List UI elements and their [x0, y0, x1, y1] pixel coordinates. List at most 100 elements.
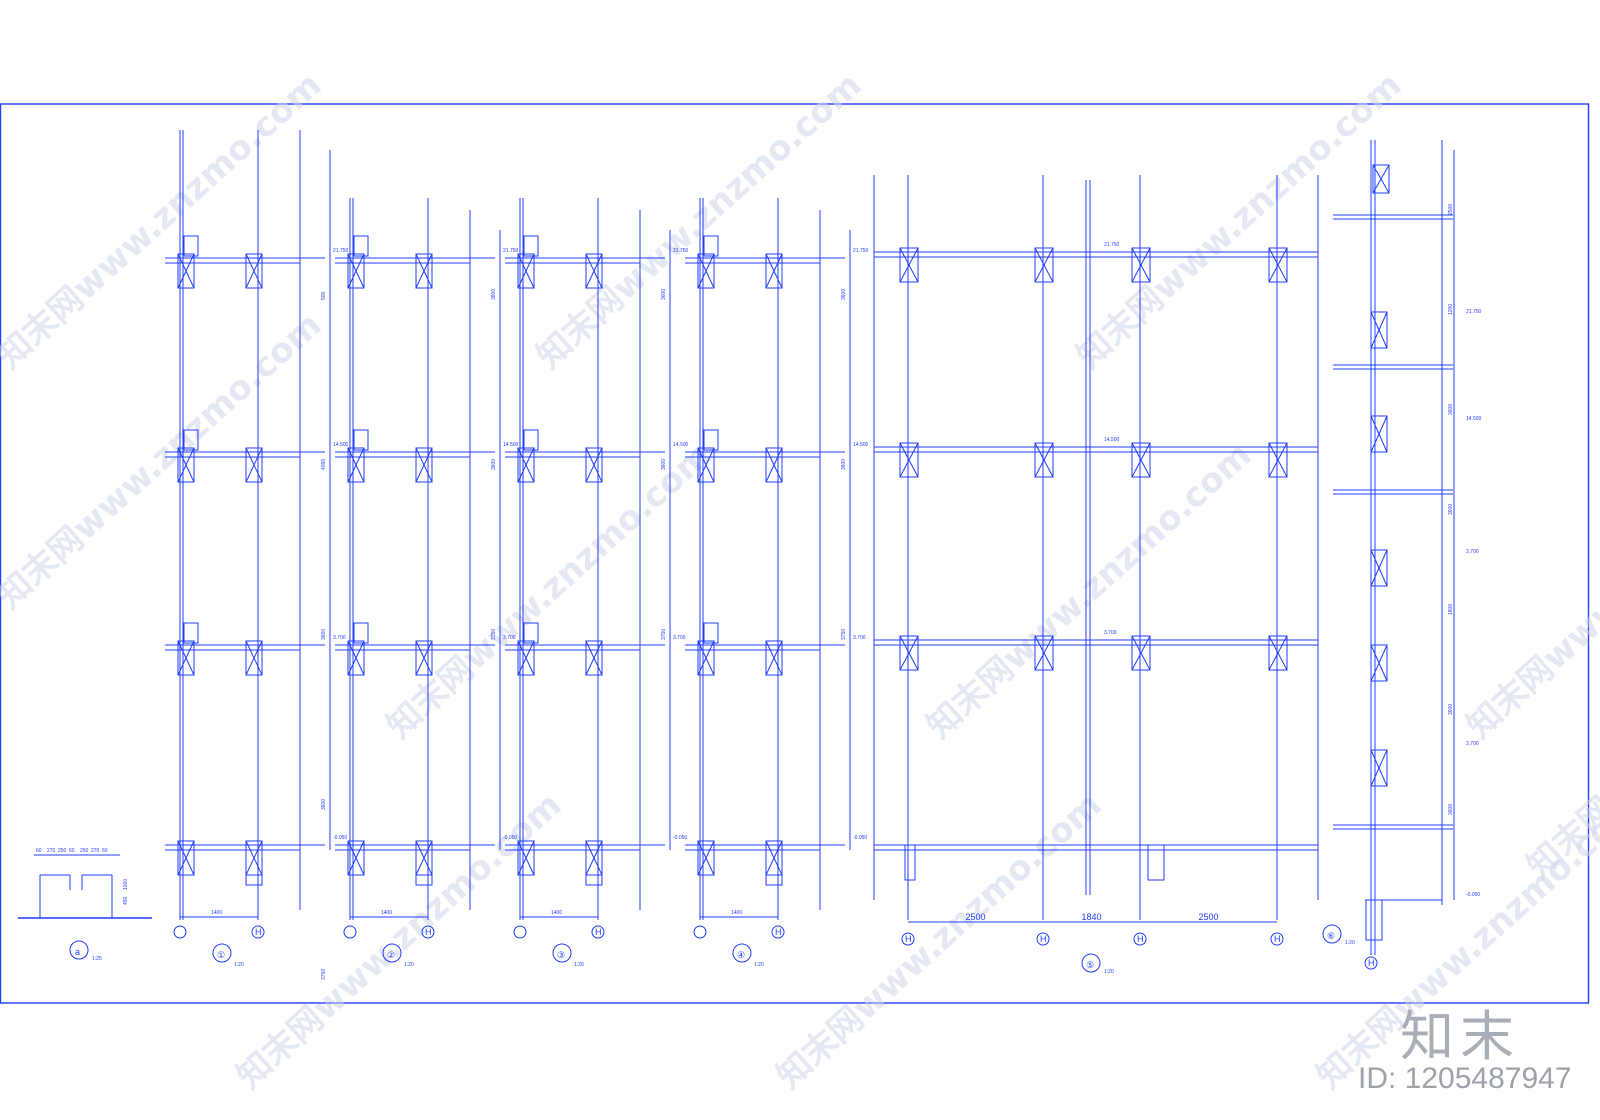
- beam-section: [1131, 635, 1151, 671]
- footing-b: [1147, 844, 1165, 881]
- brand-logo: 知末: [1400, 1005, 1520, 1068]
- grid-bubble-right: [771, 925, 785, 939]
- elevation-label: 21.750: [673, 248, 689, 254]
- elevation-label: 3.700: [333, 635, 346, 641]
- dimension-horizontal: 1400: [381, 910, 392, 916]
- watermark-text: 知末网www.znzmo.com: [1069, 65, 1409, 377]
- column-section: [1370, 549, 1388, 587]
- section-hatch: [765, 253, 783, 289]
- detail-scale: 1:20: [574, 962, 584, 968]
- section-hatch: [415, 840, 433, 876]
- beam-section: [585, 253, 603, 289]
- beam-section: [245, 447, 263, 483]
- column-section: [1370, 749, 1388, 787]
- footing: [765, 849, 783, 886]
- detail-number-circle: [732, 943, 752, 963]
- section-hatch: [177, 253, 195, 289]
- detail-number-circle: [69, 940, 89, 960]
- detail-scale: 1:20: [1345, 940, 1355, 946]
- grid-bubble-label: H: [1274, 934, 1281, 944]
- section-hatch: [1372, 164, 1390, 194]
- watermark-text: 知末网www.znzmo.com: [229, 785, 569, 1097]
- grid-bubble-label: H: [595, 927, 602, 937]
- dimension-vertical: 3750: [841, 629, 847, 640]
- grid-bubble-right: [251, 925, 265, 939]
- grid-bubble: [1036, 932, 1050, 946]
- dimension-vertical: 3600: [1448, 404, 1454, 415]
- dimension-label: 270: [91, 848, 100, 854]
- dimension-vertical: 3600: [661, 459, 667, 470]
- grid-bubble: [901, 932, 915, 946]
- beam-section: [765, 640, 783, 676]
- elevation-label: 3.700: [673, 635, 686, 641]
- footing: [1365, 899, 1383, 941]
- section-hatch: [415, 640, 433, 676]
- section-hatch: [899, 247, 919, 283]
- dimension-label: 60: [102, 848, 108, 854]
- dimension-horizontal: 1840: [1082, 912, 1102, 922]
- column-section: [347, 640, 365, 676]
- beam-section: [585, 447, 603, 483]
- beam-section: [899, 442, 919, 478]
- dimension-vertical: 500: [321, 291, 327, 300]
- section-hatch: [517, 840, 535, 876]
- grid-bubble: [1270, 932, 1284, 946]
- detail-number: ②: [387, 950, 395, 960]
- dimension-label: 60: [69, 848, 75, 854]
- column-section: [697, 447, 715, 483]
- section-hatch: [585, 253, 603, 289]
- section-hatch: [697, 447, 715, 483]
- section-hatch: [347, 447, 365, 483]
- column-section: [1370, 644, 1388, 682]
- section-hatch: [517, 447, 535, 483]
- dimension-vertical: 3600: [841, 459, 847, 470]
- beam-section: [585, 640, 603, 676]
- elevation-label: -0.050: [333, 835, 347, 841]
- watermark-text: 知末网www.znzmo.com: [919, 435, 1259, 747]
- grid-bubble-left: [693, 925, 707, 939]
- detail-3: 21.75014.5003.700-0.0503600360037501400H…: [505, 198, 689, 968]
- beam-section: [1268, 635, 1288, 671]
- column-section: [177, 447, 195, 483]
- dimension-label: 270: [47, 848, 56, 854]
- footing: [245, 849, 263, 886]
- detail-6: 21.75014.5003.7003.700-0.050250012003600…: [1322, 140, 1482, 970]
- watermark-text: 知末网www.znzmo.com: [0, 305, 329, 617]
- grid-bubble-label: H: [1137, 934, 1144, 944]
- detail-number: a: [75, 947, 80, 957]
- elevation-label: 21.750: [333, 248, 349, 254]
- grid-bubble-label: H: [255, 927, 262, 937]
- column-section: [1370, 415, 1388, 453]
- detail-number: ①: [217, 950, 225, 960]
- elevation-label: 3.700: [1466, 741, 1479, 747]
- column-section: [517, 447, 535, 483]
- beam-section: [1034, 247, 1054, 283]
- dimension-vertical: 3750: [661, 629, 667, 640]
- section-hatch: [1131, 635, 1151, 671]
- detail-number-circle: [1081, 953, 1101, 973]
- dimension-horizontal: 1400: [731, 910, 742, 916]
- column-section: [697, 840, 715, 876]
- details-layer: 21.75014.5003.700-0.05050040503600360037…: [165, 130, 1482, 980]
- dimension-vertical: 3600: [1448, 504, 1454, 515]
- watermark-layer: 知末网www.znzmo.com 知末网www.znzmo.com 知末网www.z…: [0, 65, 1600, 1097]
- section-hatch: [1131, 247, 1151, 283]
- section-hatch: [765, 447, 783, 483]
- section-hatch: [1268, 442, 1288, 478]
- section-hatch: [245, 447, 263, 483]
- beam-section: [245, 640, 263, 676]
- rebar-box: [523, 429, 539, 451]
- section-hatch: [415, 253, 433, 289]
- dimension-vertical: 450: [123, 896, 129, 905]
- beam-section: [1131, 247, 1151, 283]
- detail-scale: 1:20: [754, 962, 764, 968]
- section-hatch: [1370, 549, 1388, 587]
- rebar-box: [353, 622, 369, 644]
- section-hatch: [585, 640, 603, 676]
- section-hatch: [517, 640, 535, 676]
- rebar-box: [353, 235, 369, 257]
- section-hatch: [899, 442, 919, 478]
- section-hatch: [177, 447, 195, 483]
